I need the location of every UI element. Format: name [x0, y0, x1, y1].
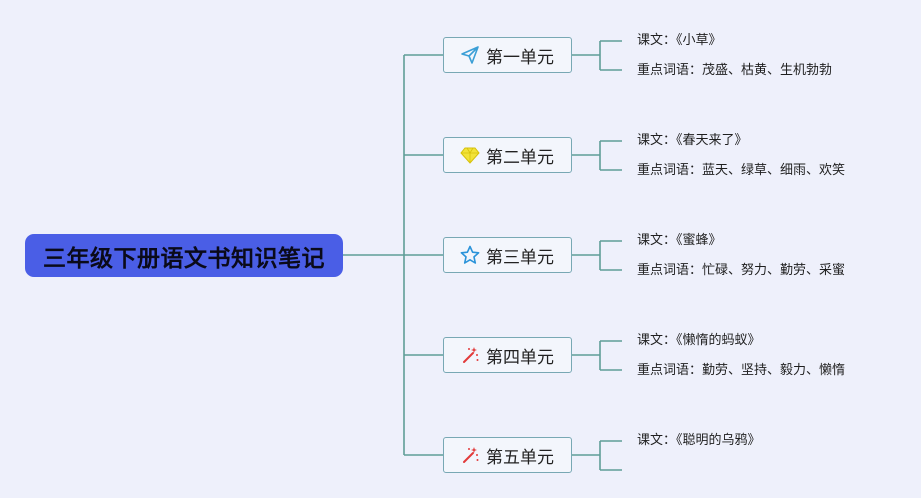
unit-4-keywords: 重点词语：勤劳、坚持、毅力、懒惰 [637, 363, 846, 378]
unit-node-5[interactable]: 第五单元 [443, 437, 572, 473]
root-topic[interactable]: 三年级下册语文书知识笔记 [25, 234, 343, 277]
unit-3-keywords: 重点词语：忙碌、努力、勤劳、采蜜 [637, 263, 846, 278]
unit-3-lesson: 课文：《蜜蜂》 [637, 233, 722, 248]
unit-1-lesson: 课文：《小草》 [637, 33, 722, 48]
unit-node-2[interactable]: 第二单元 [443, 137, 572, 173]
unit-label: 第三单元 [486, 247, 554, 268]
magic-wand-icon [460, 445, 480, 465]
star-icon [460, 245, 480, 265]
unit-node-4[interactable]: 第四单元 [443, 337, 572, 373]
unit-label: 第二单元 [486, 147, 554, 168]
paper-plane-icon [460, 45, 480, 65]
unit-2-keywords: 重点词语：蓝天、绿草、细雨、欢笑 [637, 163, 846, 178]
diamond-icon [460, 145, 480, 165]
unit-label: 第一单元 [486, 47, 554, 68]
unit-node-1[interactable]: 第一单元 [443, 37, 572, 73]
magic-wand-icon [460, 345, 480, 365]
unit-label: 第四单元 [486, 347, 554, 368]
unit-2-lesson: 课文：《春天来了》 [637, 133, 748, 148]
unit-5-lesson: 课文：《聪明的乌鸦》 [637, 433, 761, 448]
unit-label: 第五单元 [486, 447, 554, 468]
root-title: 三年级下册语文书知识笔记 [43, 245, 325, 272]
unit-1-keywords: 重点词语：茂盛、枯黄、生机勃勃 [637, 63, 833, 78]
unit-4-lesson: 课文：《懒惰的蚂蚁》 [637, 333, 761, 348]
unit-node-3[interactable]: 第三单元 [443, 237, 572, 273]
